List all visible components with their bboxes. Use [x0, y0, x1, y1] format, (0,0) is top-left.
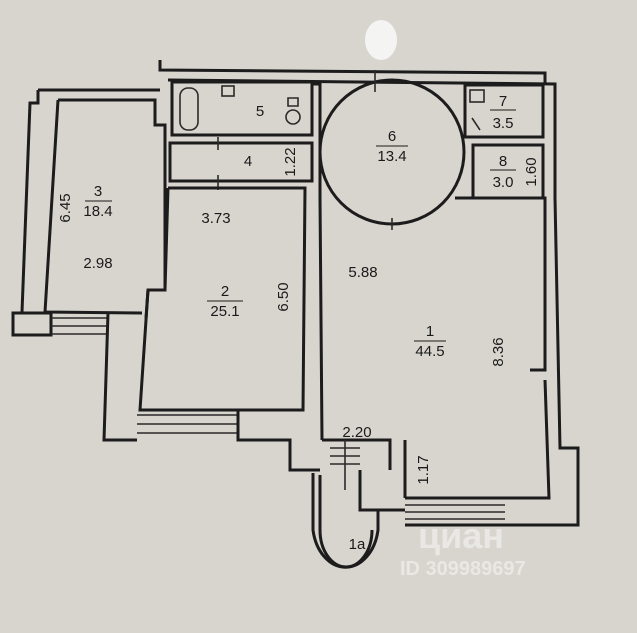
room-6-number: 6	[388, 128, 396, 145]
room-7-area: 3.5	[493, 115, 514, 132]
watermark: циан ID 309989697	[400, 515, 526, 580]
room-2-height: 6.50	[275, 282, 292, 311]
watermark-id: ID 309989697	[400, 558, 526, 580]
room-2-width: 3.73	[201, 210, 230, 227]
room-8-height: 1.60	[523, 157, 540, 186]
watermark-brand: циан	[418, 515, 504, 556]
room-3-number: 3	[94, 183, 102, 200]
room-1-area: 44.5	[415, 343, 444, 360]
room-1-number: 1	[426, 323, 434, 340]
room-2-area: 25.1	[210, 303, 239, 320]
room-4-number: 4	[244, 153, 252, 170]
walls	[11, 60, 580, 569]
entry-width: 2.20	[342, 424, 371, 441]
room-2-number: 2	[221, 283, 229, 300]
room-4-height: 1.22	[282, 147, 299, 176]
room-8-area: 3.0	[493, 174, 514, 191]
room-5-number: 5	[256, 103, 264, 120]
decorative-mark	[365, 20, 397, 60]
room-7-number: 7	[499, 93, 507, 110]
room-1-width: 5.88	[348, 264, 377, 281]
room-3-width: 2.98	[83, 255, 112, 272]
room-3-area: 18.4	[83, 203, 112, 220]
room-3-height: 6.45	[57, 193, 74, 222]
entry-height: 1.17	[415, 455, 432, 484]
room-1a-number: 1a	[349, 536, 366, 553]
room-8-number: 8	[499, 153, 507, 170]
room-labels: 3 18.4 2.98 6.45 5 4 1.22 3.73 2 25.1 6.…	[57, 93, 540, 553]
room-6-area: 13.4	[377, 148, 406, 165]
room-1-height: 8.36	[490, 337, 507, 366]
